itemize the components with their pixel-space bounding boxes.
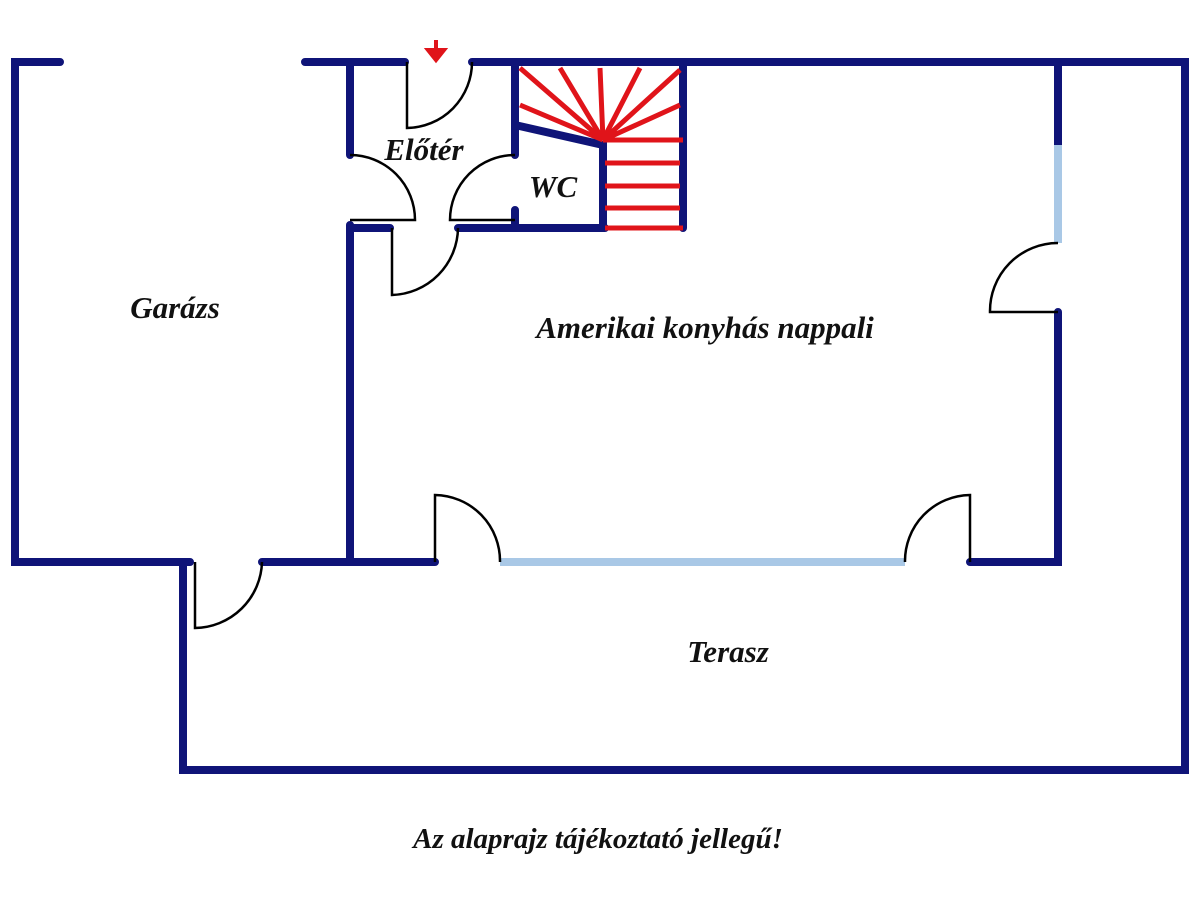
entry-door: [405, 61, 474, 130]
footer-note: Az alaprajz tájékoztató jellegű!: [411, 823, 783, 855]
garage-terrace-door: [193, 561, 264, 630]
room-label-wc: WC: [529, 169, 578, 204]
room-label-garage: Garázs: [130, 290, 220, 325]
windows: [500, 145, 1062, 566]
terrace-door-right: [903, 493, 972, 563]
room-label-terrace: Terasz: [687, 634, 769, 669]
garage-door: [349, 153, 417, 222]
doors: [193, 61, 1059, 630]
wc-door: [448, 153, 516, 222]
walls: [11, 58, 1189, 774]
staircase: [518, 66, 683, 231]
room-label-living: Amerikai konyhás nappali: [534, 310, 874, 345]
entry-arrow-icon: [423, 40, 449, 64]
room-label-hall: Előtér: [383, 132, 464, 167]
living-door: [390, 227, 460, 297]
terrace-door-left: [433, 493, 502, 563]
side-door: [988, 241, 1059, 314]
